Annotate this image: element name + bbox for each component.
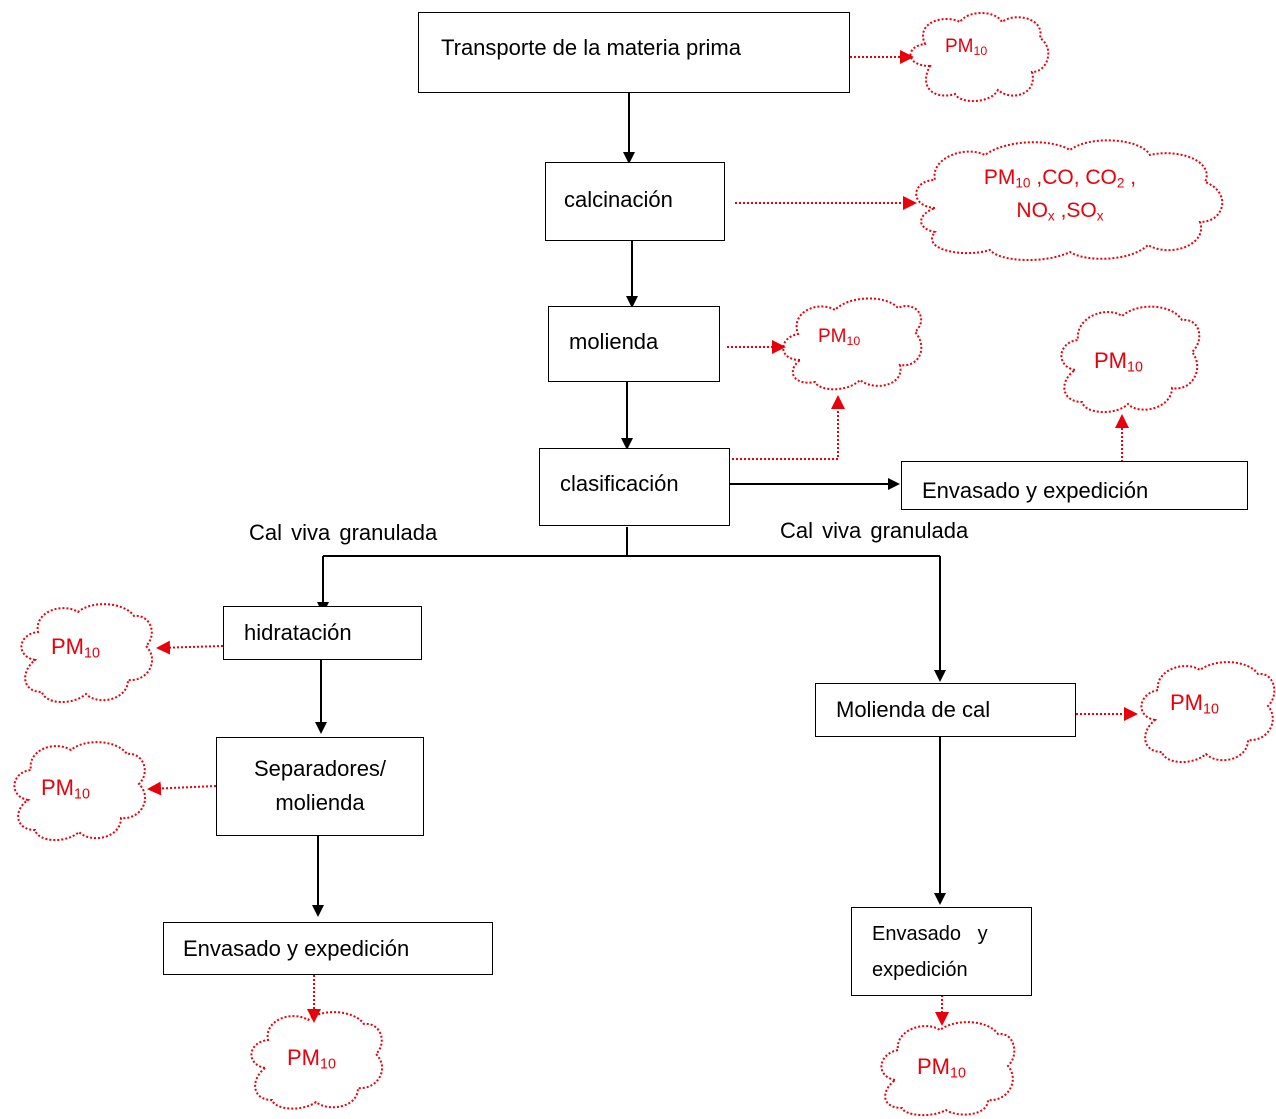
label-calcinacion: calcinación: [564, 187, 673, 212]
box-separadores: Separadores/ molienda: [216, 737, 424, 836]
cloud-outline: [250, 1011, 383, 1110]
emission-arrow-clasificacion: [732, 395, 845, 460]
branch-label-right: Cal viva granulada: [780, 518, 969, 543]
emission-label-molienda-cal: PM10: [1170, 690, 1219, 718]
emission-label-envasado-right: PM10: [917, 1054, 966, 1082]
emission-connectors: [147, 50, 1138, 1026]
label-clasificacion: clasificación: [560, 471, 679, 496]
label-envasado-left: Envasado y expedición: [183, 936, 410, 961]
cloud-outline: [1140, 661, 1276, 763]
branch-label-left: Cal viva granulada: [249, 520, 438, 545]
emission-label-transporte: PM10: [945, 36, 988, 59]
box-molienda: molienda: [548, 306, 720, 382]
box-envasado-left: Envasado y expedición: [163, 922, 493, 975]
label-envasado-right: Envasado y expedición: [872, 916, 988, 988]
box-molienda-cal: Molienda de cal: [815, 683, 1076, 737]
box-clasificacion: clasificación: [539, 448, 730, 526]
label-envasado-top: Envasado y expedición: [922, 478, 1149, 503]
label-separadores: Separadores/ molienda: [217, 752, 423, 820]
emission-label-calcinacion: PM10 ,CO, CO2 , NOx ,SOx: [983, 166, 1137, 224]
cloud-outline: [880, 1021, 1016, 1116]
emission-label-hidratacion: PM10: [51, 634, 100, 662]
label-envasado-right-line2: expedición: [872, 959, 968, 981]
box-hidratacion: hidratación: [223, 606, 422, 660]
cloud-outline: [909, 12, 1050, 102]
label-molienda-cal: Molienda de cal: [836, 697, 991, 722]
emission-label-separadores: PM10: [41, 775, 90, 803]
box-envasado-right: Envasado y expedición: [851, 907, 1032, 996]
label-separadores-line2: molienda: [275, 790, 365, 815]
emission-arrow-separadores: [147, 781, 217, 796]
emission-arrow-hidratacion: [156, 640, 224, 655]
label-envasado-right-line1: Envasado y: [872, 923, 988, 945]
label-separadores-line1: Separadores/: [253, 756, 387, 781]
emission-clouds: [13, 12, 1276, 1116]
emission-label-envasado-top: PM10: [1094, 348, 1143, 376]
cloud-outline: [782, 297, 923, 391]
cloud-outline: [1060, 305, 1201, 413]
label-molienda: molienda: [569, 329, 659, 354]
flow-connectors: [312, 92, 946, 917]
label-transporte: Transporte de la materia prima: [441, 35, 741, 60]
emission-label-envasado-left: PM10: [287, 1045, 336, 1073]
box-calcinacion: calcinación: [545, 162, 725, 241]
cloud-outline: [13, 741, 146, 841]
emission-label-molienda: PM10: [818, 326, 861, 349]
box-transporte: Transporte de la materia prima: [418, 12, 850, 93]
label-hidratacion: hidratación: [244, 620, 352, 645]
box-envasado-top: Envasado y expedición: [901, 461, 1248, 510]
